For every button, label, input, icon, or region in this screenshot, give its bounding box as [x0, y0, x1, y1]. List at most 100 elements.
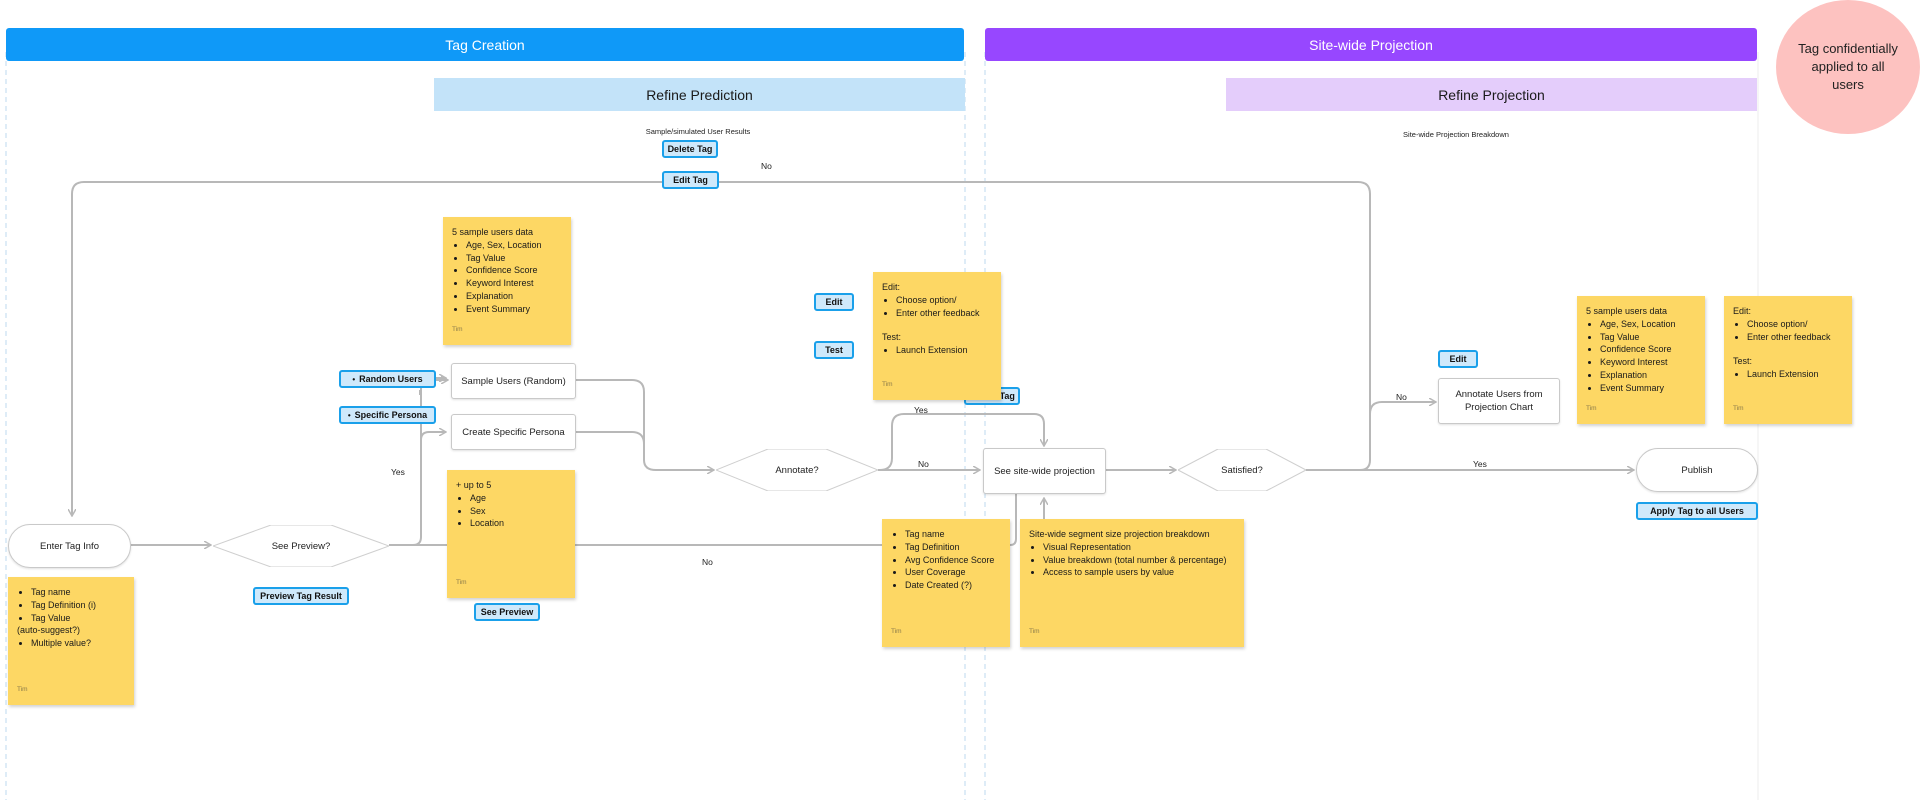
edit-tag-button[interactable]: Edit Tag [662, 171, 719, 189]
bullet-icon: • [347, 410, 351, 420]
sticky-item: Launch Extension [1747, 368, 1843, 381]
edit-button-left[interactable]: Edit [814, 293, 854, 311]
create-specific-persona-node[interactable]: Create Specific Persona [451, 414, 576, 450]
sticky-item: Event Summary [466, 303, 562, 316]
sticky-title: 5 sample users data [1586, 306, 1668, 316]
sticky-item: Keyword Interest [1600, 356, 1696, 369]
sticky-item: Date Created (?) [905, 579, 1001, 592]
sticky-title: Site-wide segment size projection breakd… [1029, 529, 1210, 539]
sticky-title: Edit: [882, 282, 901, 292]
random-users-label: Random Users [359, 374, 423, 384]
sticky-item: Sex [470, 505, 566, 518]
sticky-item: Value breakdown (total number & percenta… [1043, 554, 1235, 567]
sample-users-random-node[interactable]: Sample Users (Random) [451, 363, 576, 399]
sticky-author: Tim [452, 326, 463, 334]
sticky-item: Confidence Score [1600, 343, 1696, 356]
sticky-list: Launch Extension [882, 344, 992, 357]
sticky-edit-test-right: Edit: Choose option/ Enter other feedbac… [1724, 296, 1852, 424]
sticky-sample-users-data: 5 sample users data Age, Sex, Location T… [443, 217, 571, 345]
sticky-list: Age Sex Location [456, 492, 566, 530]
lane-site-wide-projection: Site-wide Projection [985, 28, 1757, 61]
sticky-item: Age [470, 492, 566, 505]
sticky-title: 5 sample users data [452, 227, 534, 237]
caption-sample-results: Sample/simulated User Results [645, 127, 751, 136]
specific-persona-label: Specific Persona [354, 410, 428, 420]
edge-label-no-preview: No [702, 557, 713, 567]
sticky-item: Enter other feedback [896, 307, 992, 320]
sticky-item: Choose option/ [1747, 318, 1843, 331]
sticky-list: Age, Sex, Location Tag Value Confidence … [452, 239, 562, 316]
sticky-list: Visual Representation Value breakdown (t… [1029, 541, 1235, 579]
sticky-item: Enter other feedback [1747, 331, 1843, 344]
section-refine-prediction: Refine Prediction [434, 78, 965, 111]
sticky-item: Tag name [31, 586, 125, 599]
sticky-item: Launch Extension [896, 344, 992, 357]
sticky-title: Test: [1733, 356, 1753, 367]
annotate-users-line2: Projection Chart [1464, 402, 1534, 413]
sticky-item: (auto-suggest?) [17, 625, 81, 636]
apply-tag-all-users-button[interactable]: Apply Tag to all Users [1636, 502, 1758, 520]
sticky-item: Access to sample users by value [1043, 566, 1235, 579]
see-preview-decision[interactable]: See Preview? [213, 525, 389, 567]
sticky-title: Edit: [1733, 306, 1752, 316]
sticky-list: Choose option/ Enter other feedback [1733, 318, 1843, 344]
sticky-item: Explanation [1600, 369, 1696, 382]
annotate-users-node[interactable]: Annotate Users from Projection Chart [1438, 378, 1560, 424]
lane-dividers [5, 52, 986, 800]
sticky-item: Tag Definition [905, 541, 1001, 554]
sticky-list: Tag name Tag Definition Avg Confidence S… [891, 528, 1001, 592]
annotate-decision[interactable]: Annotate? [716, 449, 878, 491]
sticky-item: Multiple value? [31, 637, 125, 650]
caption-projection-breakdown: Site-wide Projection Breakdown [1403, 130, 1509, 139]
satisfied-label: Satisfied? [1221, 464, 1263, 476]
sticky-item: Confidence Score [466, 264, 562, 277]
sticky-list: Age, Sex, Location Tag Value Confidence … [1586, 318, 1696, 395]
sticky-item: Age, Sex, Location [466, 239, 562, 252]
edge-label-yes-satisfied: Yes [1473, 459, 1487, 469]
sticky-author: Tim [882, 381, 893, 389]
sticky-item: Tag Value [31, 612, 125, 625]
test-button[interactable]: Test [814, 341, 854, 359]
delete-tag-button[interactable]: Delete Tag [662, 140, 718, 158]
sticky-title: + up to 5 [456, 480, 492, 490]
preview-tag-result-button[interactable]: Preview Tag Result [253, 587, 349, 605]
annotate-users-line1: Annotate Users from [1455, 389, 1543, 400]
edge-label-no-annotate: No [918, 459, 929, 469]
specific-persona-button[interactable]: •Specific Persona [339, 406, 436, 424]
sticky-edit-test-left: Edit: Choose option/ Enter other feedbac… [873, 272, 1001, 400]
publish-node[interactable]: Publish [1636, 448, 1758, 492]
sticky-item: Visual Representation [1043, 541, 1235, 554]
section-refine-projection: Refine Projection [1226, 78, 1757, 111]
satisfied-decision[interactable]: Satisfied? [1178, 449, 1306, 491]
sticky-item: Choose option/ [896, 294, 992, 307]
sticky-item: User Coverage [905, 566, 1001, 579]
sticky-item: Keyword Interest [466, 277, 562, 290]
sticky-item: Event Summary [1600, 382, 1696, 395]
annotate-label: Annotate? [775, 464, 819, 476]
sticky-tag-info-list: Tag name Tag Definition (i) Tag Value (a… [17, 586, 125, 650]
sticky-author: Tim [1733, 405, 1744, 413]
edge-label-yes-preview: Yes [391, 467, 405, 477]
sticky-tag-summary: Tag name Tag Definition Avg Confidence S… [882, 519, 1010, 647]
see-site-wide-projection-node[interactable]: See site-wide projection [983, 448, 1106, 494]
sticky-author: Tim [1029, 628, 1040, 636]
sticky-author: Tim [456, 579, 467, 587]
see-preview-button[interactable]: See Preview [474, 603, 540, 621]
see-preview-label: See Preview? [271, 540, 331, 552]
circle-note: Tag confidentially applied to all users [1776, 0, 1920, 134]
edit-button-right[interactable]: Edit [1438, 350, 1478, 368]
edge-label-no-top: No [761, 161, 772, 171]
sticky-list: Choose option/ Enter other feedback [882, 294, 992, 320]
sticky-item: Explanation [466, 290, 562, 303]
random-users-button[interactable]: •Random Users [339, 370, 436, 388]
sticky-persona: + up to 5 Age Sex Location Tim [447, 470, 575, 598]
sticky-author: Tim [17, 686, 28, 694]
sticky-sample-users-data-right: 5 sample users data Age, Sex, Location T… [1577, 296, 1705, 424]
bullet-icon: • [352, 374, 356, 384]
sticky-projection-breakdown: Site-wide segment size projection breakd… [1020, 519, 1244, 647]
sticky-title: Test: [882, 332, 902, 343]
sticky-list: Launch Extension [1733, 368, 1843, 381]
enter-tag-info-node[interactable]: Enter Tag Info [8, 524, 131, 568]
